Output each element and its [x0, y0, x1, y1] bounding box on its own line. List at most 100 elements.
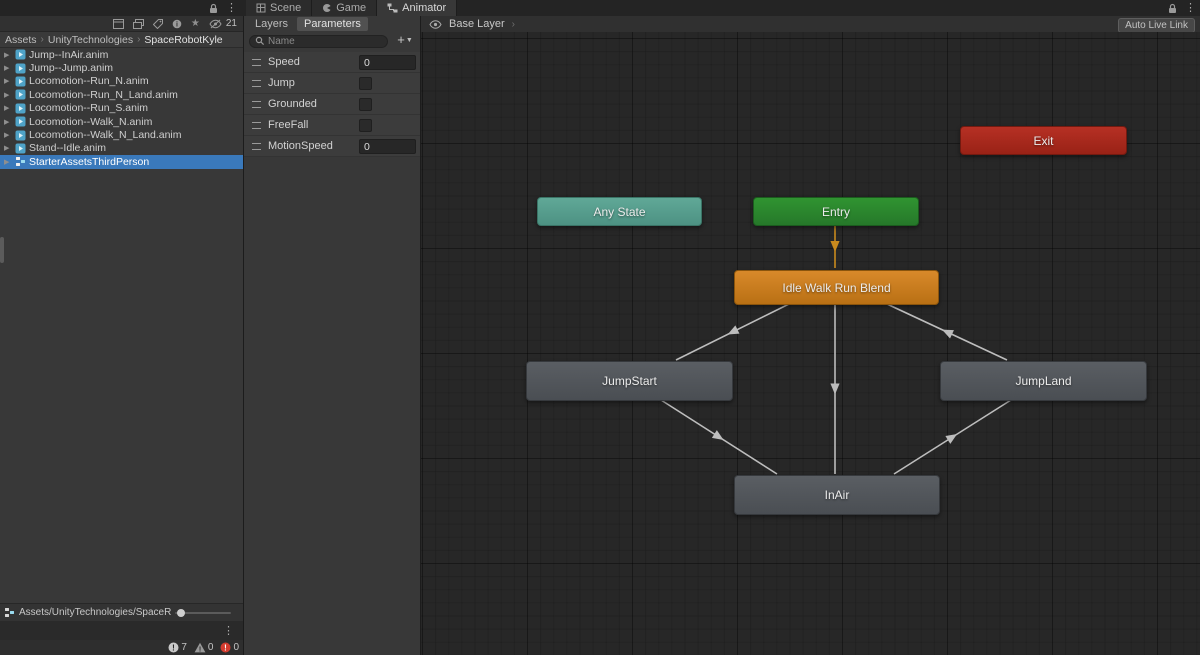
project-item-label: Stand--Idle.anim	[29, 142, 107, 155]
tab-scene-label: Scene	[270, 2, 302, 14]
parameter-row[interactable]: FreeFall	[244, 115, 420, 136]
project-item-label: Jump--InAir.anim	[29, 48, 109, 61]
kebab-menu-icon[interactable]: ⋮	[226, 2, 237, 14]
panel-divider[interactable]	[243, 16, 244, 655]
transition-idle-walk-run-blend-to-inair[interactable]	[830, 304, 840, 474]
state-node-entry[interactable]: Entry	[753, 197, 919, 226]
breadcrumb-item[interactable]: UnityTechnologies	[47, 33, 134, 46]
search-placeholder: Name	[268, 35, 295, 47]
console-status-counts: ! 7 ! 0 ! 0	[0, 640, 243, 655]
parameter-checkbox[interactable]	[359, 118, 372, 132]
base-layer-breadcrumb[interactable]: Base Layer	[449, 18, 505, 30]
thumbnail-zoom-slider[interactable]	[175, 606, 232, 620]
foldout-arrow-icon[interactable]: ▶	[4, 118, 10, 126]
project-item[interactable]: ▶Locomotion--Walk_N_Land.anim	[0, 128, 243, 141]
add-parameter-button[interactable]: + ▼	[392, 32, 418, 48]
tag-icon[interactable]	[152, 18, 163, 29]
parameter-value-field[interactable]: 0	[359, 138, 416, 154]
tab-layers[interactable]: Layers	[255, 18, 289, 30]
project-scrollbar-thumb[interactable]	[0, 237, 4, 263]
auto-live-link-button[interactable]: Auto Live Link	[1118, 17, 1195, 33]
transition-jumpstart-to-inair[interactable]	[660, 399, 778, 475]
foldout-arrow-icon[interactable]: ▶	[4, 65, 10, 73]
breadcrumb-item[interactable]: SpaceRobotKyle	[144, 33, 223, 46]
drag-handle-icon[interactable]	[252, 142, 261, 150]
foldout-arrow-icon[interactable]: ▶	[4, 105, 10, 113]
info-icon[interactable]: i	[172, 19, 182, 29]
slider-track[interactable]	[175, 611, 232, 614]
stack-icon[interactable]	[132, 18, 144, 29]
state-node-jumpland[interactable]: JumpLand	[940, 361, 1147, 401]
panel-divider[interactable]	[420, 16, 421, 655]
console-error-count[interactable]: ! 0	[220, 642, 239, 653]
project-item-label: Locomotion--Run_S.anim	[29, 102, 149, 115]
foldout-arrow-icon[interactable]: ▶	[4, 132, 10, 140]
parameter-value-field[interactable]: 0	[359, 54, 416, 70]
project-item[interactable]: ▶Locomotion--Run_N.anim	[0, 75, 243, 88]
left-pane-window-controls: ⋮	[0, 0, 243, 16]
transition-arrow-icon	[830, 241, 840, 252]
lock-icon[interactable]	[1168, 3, 1177, 14]
state-node-exit[interactable]: Exit	[960, 126, 1127, 155]
drag-handle-icon[interactable]	[252, 79, 261, 87]
transition-arrow-icon	[945, 434, 958, 444]
console-info-count[interactable]: ! 7	[168, 642, 187, 653]
eye-hidden-icon[interactable]	[209, 19, 222, 29]
lock-icon[interactable]	[209, 3, 218, 14]
foldout-arrow-icon[interactable]: ▶	[4, 78, 10, 86]
project-footer-bar: ⋮	[0, 621, 243, 640]
info-count-label: 7	[181, 642, 187, 653]
state-node-inair[interactable]: InAir	[734, 475, 940, 515]
tab-animator[interactable]: Animator	[377, 0, 458, 16]
editor-tabs: Scene Game Animator	[246, 0, 458, 16]
parameter-row[interactable]: Grounded	[244, 94, 420, 115]
parameter-checkbox[interactable]	[359, 97, 372, 111]
project-item[interactable]: ▶Locomotion--Walk_N.anim	[0, 115, 243, 128]
project-item[interactable]: ▶Locomotion--Run_N_Land.anim	[0, 88, 243, 101]
project-item[interactable]: ▶ Locomotion--Run_S.anim	[0, 102, 243, 115]
state-node-idle-walk-run-blend[interactable]: Idle Walk Run Blend	[734, 270, 939, 305]
transition-jumpland-to-idle-walk-run-blend[interactable]	[886, 303, 1008, 361]
transition-idle-walk-run-blend-to-jumpstart[interactable]	[675, 303, 790, 361]
drag-handle-icon[interactable]	[252, 121, 261, 129]
plus-icon: +	[397, 32, 405, 47]
tab-parameters[interactable]: Parameters	[297, 17, 368, 31]
foldout-arrow-icon[interactable]: ▶	[4, 91, 10, 99]
kebab-menu-icon[interactable]: ⋮	[1185, 2, 1196, 14]
tab-game[interactable]: Game	[312, 0, 378, 16]
slider-knob[interactable]	[177, 608, 186, 617]
project-item-label: Jump--Jump.anim	[29, 62, 114, 75]
drag-handle-icon[interactable]	[252, 100, 261, 108]
console-warning-count[interactable]: ! 0	[194, 642, 213, 653]
foldout-arrow-icon[interactable]: ▶	[4, 145, 10, 153]
star-icon[interactable]: ★	[190, 17, 200, 29]
state-node-jumpstart[interactable]: JumpStart	[526, 361, 733, 401]
transition-inair-to-jumpland[interactable]	[893, 399, 1012, 475]
kebab-menu-icon[interactable]: ⋮	[223, 624, 234, 637]
project-item[interactable]: ▶ Stand--Idle.anim	[0, 142, 243, 155]
parameter-row[interactable]: Jump	[244, 73, 420, 94]
state-node-any-state[interactable]: Any State	[537, 197, 702, 226]
project-item[interactable]: ▶ Jump--InAir.anim	[0, 48, 243, 61]
foldout-arrow-icon[interactable]: ▶	[4, 158, 10, 166]
breadcrumb-item[interactable]: Assets	[5, 33, 37, 46]
svg-text:!: !	[172, 643, 175, 652]
project-item[interactable]: ▶ Jump--Jump.anim	[0, 61, 243, 74]
panel-icon[interactable]	[112, 18, 124, 29]
animator-side-tabs: Layers Parameters	[244, 16, 420, 32]
tab-scene[interactable]: Scene	[246, 0, 313, 16]
svg-text:!: !	[199, 646, 201, 653]
parameter-checkbox[interactable]	[359, 76, 372, 90]
eye-icon[interactable]	[429, 19, 442, 29]
project-item[interactable]: ▶StarterAssetsThirdPerson	[0, 155, 243, 169]
transition-entry-to-idle-walk-run-blend[interactable]	[830, 225, 840, 268]
parameter-search-input[interactable]: Name	[249, 34, 388, 48]
foldout-arrow-icon[interactable]: ▶	[4, 51, 10, 59]
animation-clip-icon	[15, 130, 26, 141]
drag-handle-icon[interactable]	[252, 58, 261, 66]
